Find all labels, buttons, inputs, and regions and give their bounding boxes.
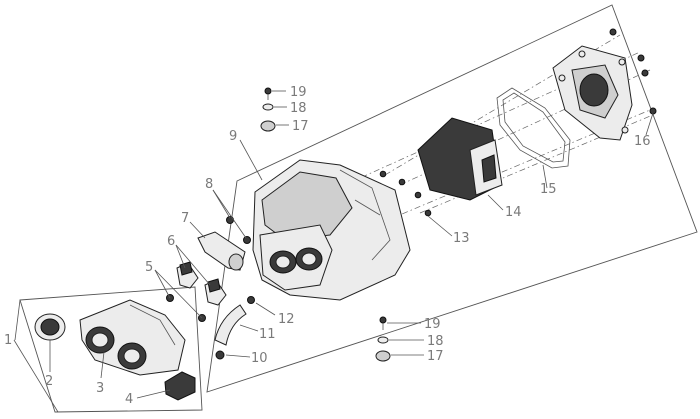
outlet-housing — [552, 45, 633, 141]
callout-19-lower: 19 — [424, 317, 441, 332]
callout-11: 11 — [259, 327, 276, 342]
upper-mount-set — [260, 87, 276, 132]
callout-7: 7 — [181, 211, 189, 226]
callout-19-upper: 19 — [290, 85, 307, 100]
callout-2: 2 — [45, 374, 53, 389]
clip — [247, 296, 255, 304]
callout-17-lower: 17 — [427, 349, 444, 364]
air-filter-element — [417, 117, 503, 201]
airbox-assembly-frame — [206, 4, 698, 393]
leader-lines — [13, 90, 654, 413]
callout-1: 1 — [4, 333, 12, 348]
callout-9: 9 — [229, 129, 237, 144]
callout-15: 15 — [540, 182, 557, 197]
callout-18-lower: 18 — [427, 334, 444, 349]
throttle-body-frame — [19, 286, 203, 413]
fuel-injectors — [176, 261, 227, 306]
callout-6: 6 — [167, 234, 175, 249]
callout-3: 3 — [96, 381, 104, 396]
throttle-body — [79, 299, 186, 376]
callout-5: 5 — [145, 260, 153, 275]
callout-17-upper: 17 — [292, 119, 309, 134]
sensor-unit — [164, 371, 196, 401]
callout-18-upper: 18 — [290, 101, 307, 116]
hose — [214, 304, 247, 346]
cover-screws — [379, 170, 432, 217]
callout-10: 10 — [251, 351, 268, 366]
callout-13: 13 — [453, 231, 470, 246]
airbox-housing — [252, 159, 411, 301]
gasket-inner — [502, 92, 566, 163]
gasket — [496, 87, 571, 169]
hose-clamp — [215, 350, 225, 360]
callout-12: 12 — [278, 312, 295, 327]
callout-4: 4 — [125, 392, 133, 407]
lower-mount-set — [375, 316, 391, 362]
fuel-rail — [197, 231, 246, 271]
callout-8: 8 — [205, 177, 213, 192]
intake-boot — [34, 313, 66, 341]
callout-14: 14 — [505, 205, 522, 220]
housing-screws — [609, 28, 657, 115]
callout-16: 16 — [634, 134, 651, 149]
